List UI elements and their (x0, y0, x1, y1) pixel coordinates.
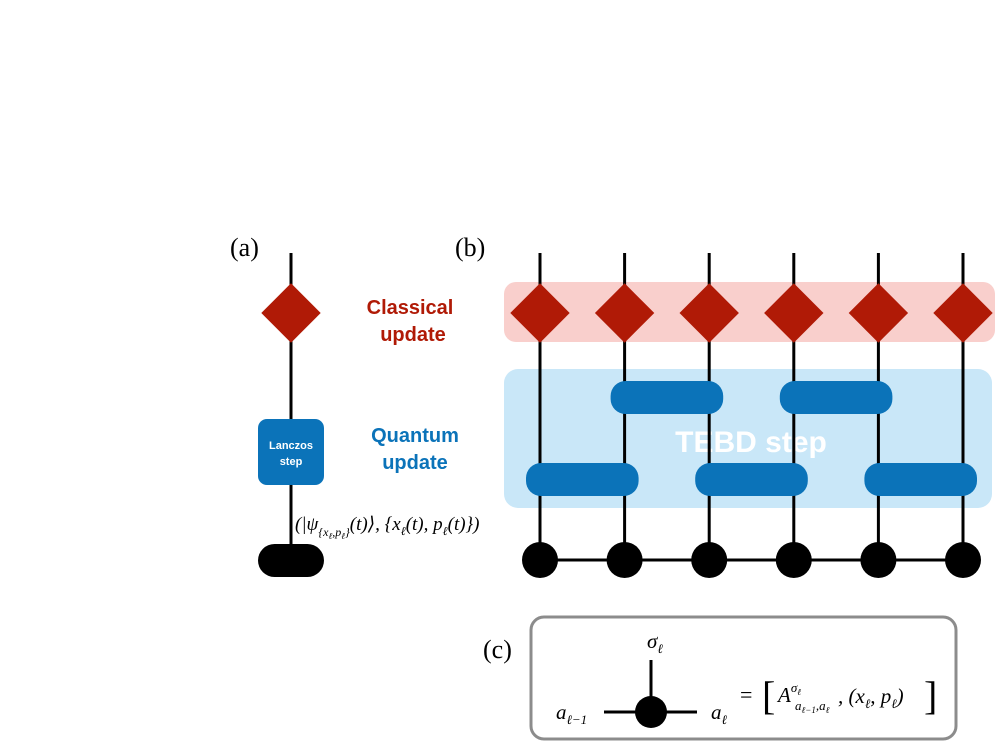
gate-even-3 (864, 463, 977, 496)
mps-node-6 (945, 542, 981, 578)
classical-update-band (504, 282, 995, 342)
two-site-gates (526, 381, 977, 496)
classical-diamond-3 (679, 283, 739, 343)
equals-sign: = (740, 682, 752, 707)
classical-diamond-5 (848, 283, 909, 343)
gate-even-2 (695, 463, 808, 496)
panel-a-state-node (258, 544, 324, 577)
quantum-label-line2: update (382, 452, 448, 474)
mps-nodes (522, 542, 981, 578)
mps-node-5 (860, 542, 897, 578)
lanczos-label-line2: step (280, 456, 303, 468)
classical-label-line1: Classical (367, 297, 454, 319)
classical-diamonds (510, 283, 993, 343)
gate-odd-2 (779, 381, 893, 414)
panel-a-lanczos-gate (258, 419, 324, 485)
classical-diamond-4 (764, 283, 824, 343)
left-bond-label: aℓ−1 (556, 700, 587, 727)
lanczos-label-line1: Lanczos (269, 440, 313, 452)
state-formula: (|ψ{xℓ,pℓ}(t)⟩, {xℓ(t), pℓ(t)}) (295, 514, 479, 541)
panel-c-label: (c) (483, 635, 512, 664)
classical-diamond-6 (933, 283, 993, 343)
gate-even-1 (526, 463, 639, 496)
classical-diamond-1 (510, 283, 570, 343)
mps-node-2 (606, 542, 643, 578)
panel-b: (b) TEBD step (455, 233, 995, 578)
classical-diamond-2 (594, 283, 655, 343)
classical-label-line2: update (380, 324, 446, 346)
right-bracket: ] (924, 673, 937, 718)
quantum-label-line1: Quantum (371, 425, 459, 447)
legend: Classical update Quantum update (367, 297, 459, 474)
left-bracket: [ (762, 673, 775, 718)
gate-odd-1 (610, 381, 724, 414)
right-bond-label: aℓ (711, 700, 728, 727)
panel-a-label: (a) (230, 233, 259, 262)
panel-a: (a) Lanczos step (230, 233, 324, 577)
tebd-step-label: TEBD step (675, 426, 827, 459)
physical-index-label: σℓ (647, 629, 663, 656)
panel-a-classical-diamond (261, 283, 321, 343)
tensor-definition-frame (529, 615, 958, 741)
mps-node-3 (691, 542, 728, 578)
mps-node-1 (522, 542, 558, 578)
tensor-node (635, 696, 667, 728)
panel-b-label: (b) (455, 233, 485, 262)
mps-node-4 (775, 542, 812, 578)
